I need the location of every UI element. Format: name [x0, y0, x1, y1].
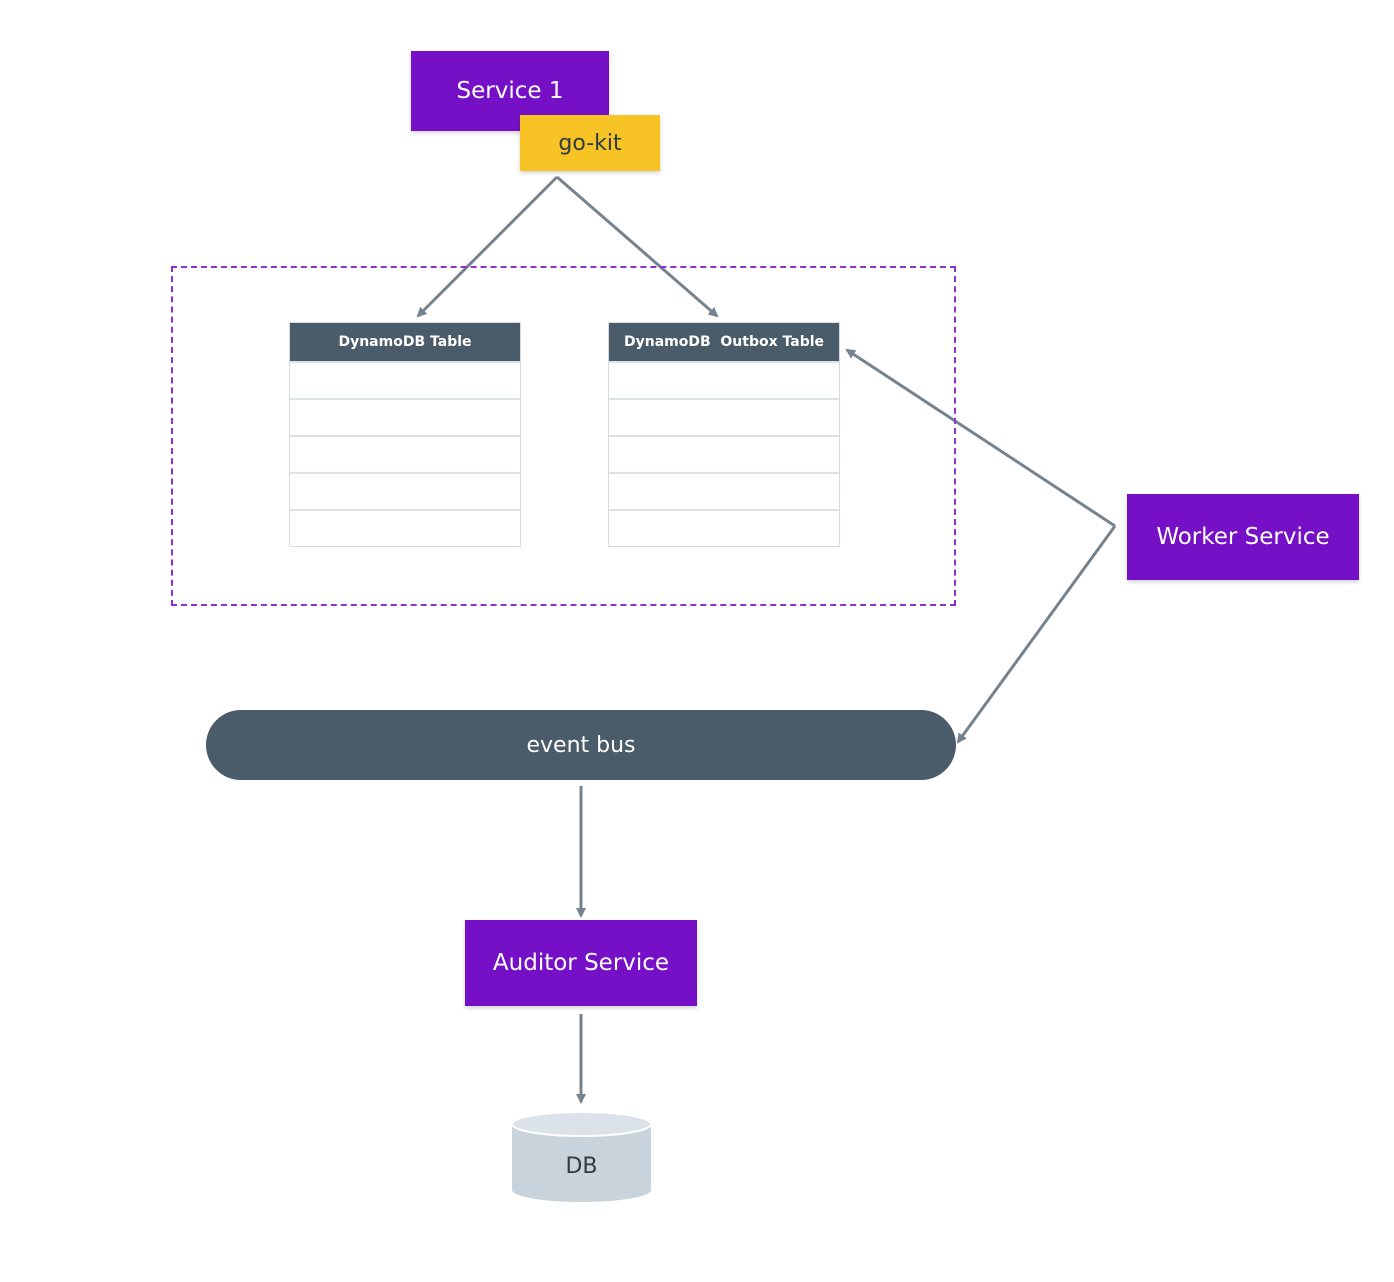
storage-boundary — [171, 266, 956, 606]
service1-label: Service 1 — [456, 78, 564, 104]
table-row — [609, 361, 839, 398]
table-row — [290, 435, 520, 472]
table-row — [290, 472, 520, 509]
worker-service-node: Worker Service — [1127, 494, 1359, 580]
table-row — [290, 361, 520, 398]
dynamodb-outbox-table: DynamoDB Outbox Table — [608, 322, 840, 547]
table-row — [609, 435, 839, 472]
db-label: DB — [565, 1153, 598, 1179]
auditor-service-node: Auditor Service — [465, 920, 697, 1006]
table-row — [609, 509, 839, 546]
dynamodb-outbox-table-header: DynamoDB Outbox Table — [609, 323, 839, 361]
gokit-label: go-kit — [558, 130, 622, 156]
event-bus-label: event bus — [526, 732, 636, 758]
table-row — [609, 398, 839, 435]
arrow-gokit-to-outbox — [556, 175, 719, 318]
gokit-node: go-kit — [520, 115, 660, 171]
arrow-worker-to-outbox — [845, 348, 1116, 528]
table-row — [290, 398, 520, 435]
auditor-service-label: Auditor Service — [492, 950, 670, 976]
worker-service-label: Worker Service — [1156, 524, 1330, 550]
dynamodb-table-header: DynamoDB Table — [290, 323, 520, 361]
table-row — [609, 472, 839, 509]
arrow-worker-to-eventbus — [956, 525, 1117, 744]
arrow-gokit-to-table — [416, 175, 559, 318]
event-bus: event bus — [206, 710, 956, 780]
dynamodb-table: DynamoDB Table — [289, 322, 521, 547]
table-row — [290, 509, 520, 546]
